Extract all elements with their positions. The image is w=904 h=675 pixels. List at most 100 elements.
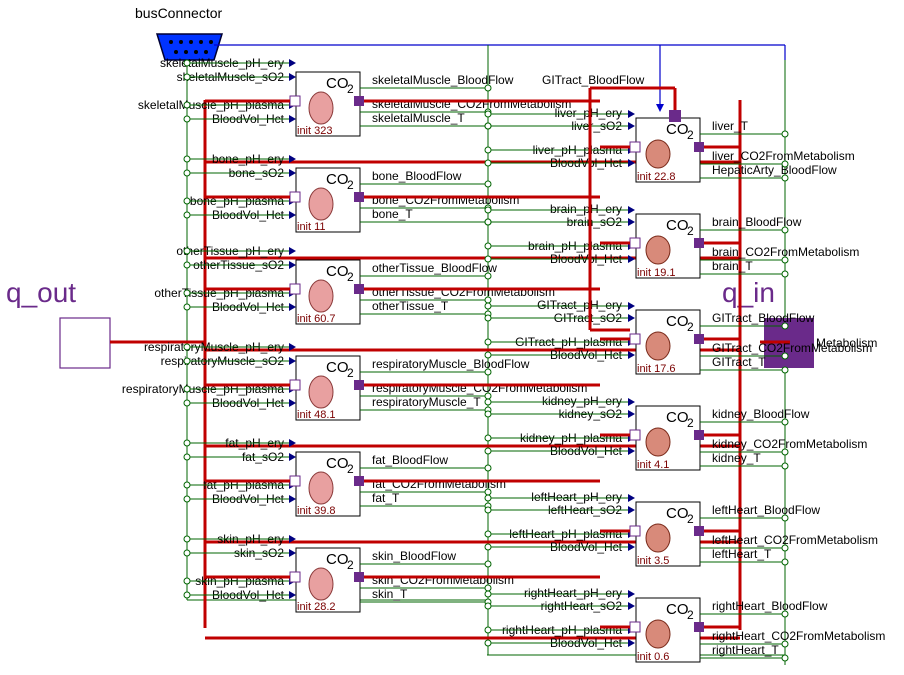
- flow-port-in[interactable]: [289, 191, 301, 203]
- flow-port-out[interactable]: [694, 334, 704, 344]
- flow-port-out[interactable]: [354, 380, 364, 390]
- co2-subscript: 2: [347, 558, 354, 572]
- output-label-3: kidney_T: [712, 451, 761, 465]
- fat-cell-icon: [308, 471, 334, 505]
- junction-node: [484, 206, 492, 214]
- gitract-port[interactable]: [669, 110, 681, 122]
- co2-subscript: 2: [347, 366, 354, 380]
- ph-ery-label: GITract_pH_ery: [537, 298, 622, 312]
- q-out-port[interactable]: [59, 317, 111, 369]
- flow-port-out[interactable]: [354, 96, 364, 106]
- flow-port-out[interactable]: [354, 572, 364, 582]
- output-label-2: leftHeart_CO2FromMetabolism: [712, 533, 878, 547]
- junction-node: [484, 447, 492, 455]
- co2-metabolism-label: otherTissue_CO2FromMetabolism: [372, 285, 555, 299]
- flow-port-out[interactable]: [354, 192, 364, 202]
- junction-node: [484, 602, 492, 610]
- flow-port-in[interactable]: [629, 525, 641, 537]
- junction-node: [781, 654, 789, 662]
- co2-label: CO: [326, 75, 349, 92]
- junction-node: [484, 392, 492, 400]
- flow-port-in[interactable]: [629, 429, 641, 441]
- output-label-2: kidney_CO2FromMetabolism: [712, 437, 867, 451]
- junction-node: [484, 464, 492, 472]
- flow-port-in[interactable]: [629, 141, 641, 153]
- input-arrow-icon: [289, 169, 296, 177]
- flow-port-out[interactable]: [694, 526, 704, 536]
- co2-metabolism-label: bone_CO2FromMetabolism: [372, 193, 519, 207]
- init-label: init 0.6: [637, 651, 669, 663]
- junction-node: [183, 549, 191, 557]
- input-arrow-icon: [289, 535, 296, 543]
- q-in-label: q_in: [722, 277, 775, 308]
- input-arrow-icon: [289, 155, 296, 163]
- junction-node: [484, 351, 492, 359]
- flow-port-out[interactable]: [694, 622, 704, 632]
- flow-port-out[interactable]: [694, 142, 704, 152]
- junction-node: [484, 110, 492, 118]
- junction-node: [484, 338, 492, 346]
- temperature-label: respiratoryMuscle_T: [372, 395, 481, 409]
- liver-icon: [645, 139, 671, 169]
- co2-label: CO: [326, 171, 349, 188]
- skin-icon: [308, 567, 334, 601]
- input-arrow-icon: [289, 59, 296, 67]
- flow-port-out[interactable]: [354, 476, 364, 486]
- co2-label: CO: [326, 551, 349, 568]
- left-heart-icon: [645, 523, 671, 553]
- junction-node: [781, 640, 789, 648]
- flow-port-in[interactable]: [289, 571, 301, 583]
- junction-node: [484, 398, 492, 406]
- flow-port-in[interactable]: [289, 283, 301, 295]
- ph-ery-label: leftHeart_pH_ery: [531, 490, 622, 504]
- junction-node: [484, 242, 492, 250]
- junction-node: [183, 399, 191, 407]
- bus-pin: [199, 40, 203, 44]
- junction-node: [183, 101, 191, 109]
- intestine-icon: [645, 331, 671, 361]
- co2-label: CO: [666, 121, 689, 138]
- flow-port-in[interactable]: [289, 379, 301, 391]
- output-label-1: kidney_BloodFlow: [712, 407, 810, 421]
- input-arrow-icon: [289, 247, 296, 255]
- init-label: init 60.7: [297, 313, 336, 325]
- input-arrow-icon: [289, 73, 296, 81]
- flow-port-in[interactable]: [289, 95, 301, 107]
- blood-flow-label: skin_BloodFlow: [372, 549, 456, 563]
- flow-port-out[interactable]: [354, 284, 364, 294]
- co2-metabolism-label: skeletalMuscle_CO2FromMetabolism: [372, 97, 571, 111]
- co2-subscript: 2: [687, 320, 694, 334]
- flow-port-in[interactable]: [629, 237, 641, 249]
- bus-pin: [204, 50, 208, 54]
- junction-node: [183, 385, 191, 393]
- junction-node: [183, 591, 191, 599]
- input-arrow-icon: [628, 110, 635, 118]
- init-label: init 22.8: [637, 171, 676, 183]
- flow-port-out[interactable]: [694, 430, 704, 440]
- junction-node: [484, 488, 492, 496]
- ph-ery-label: kidney_pH_ery: [542, 394, 622, 408]
- output-label-2: GITract_CO2FromMetabolism: [712, 341, 872, 355]
- bus-pin: [194, 50, 198, 54]
- input-arrow-icon: [289, 591, 296, 599]
- flow-port-out[interactable]: [694, 238, 704, 248]
- input-arrow-icon: [289, 453, 296, 461]
- junction-node: [183, 453, 191, 461]
- junction-node: [484, 560, 492, 568]
- junction-node: [183, 261, 191, 269]
- input-arrow-icon: [628, 590, 635, 598]
- input-arrow-icon: [289, 211, 296, 219]
- flow-port-in[interactable]: [629, 621, 641, 633]
- co2-subscript: 2: [347, 82, 354, 96]
- flow-port-in[interactable]: [289, 475, 301, 487]
- flow-port-in[interactable]: [629, 333, 641, 345]
- input-arrow-icon: [628, 447, 635, 455]
- input-arrow-icon: [289, 261, 296, 269]
- temperature-label: fat_T: [372, 491, 400, 505]
- junction-node: [781, 418, 789, 426]
- input-arrow-icon: [628, 351, 635, 359]
- arrow-icon: [656, 104, 664, 112]
- init-label: init 3.5: [637, 555, 669, 567]
- junction-node: [781, 226, 789, 234]
- init-label: init 323: [297, 125, 332, 137]
